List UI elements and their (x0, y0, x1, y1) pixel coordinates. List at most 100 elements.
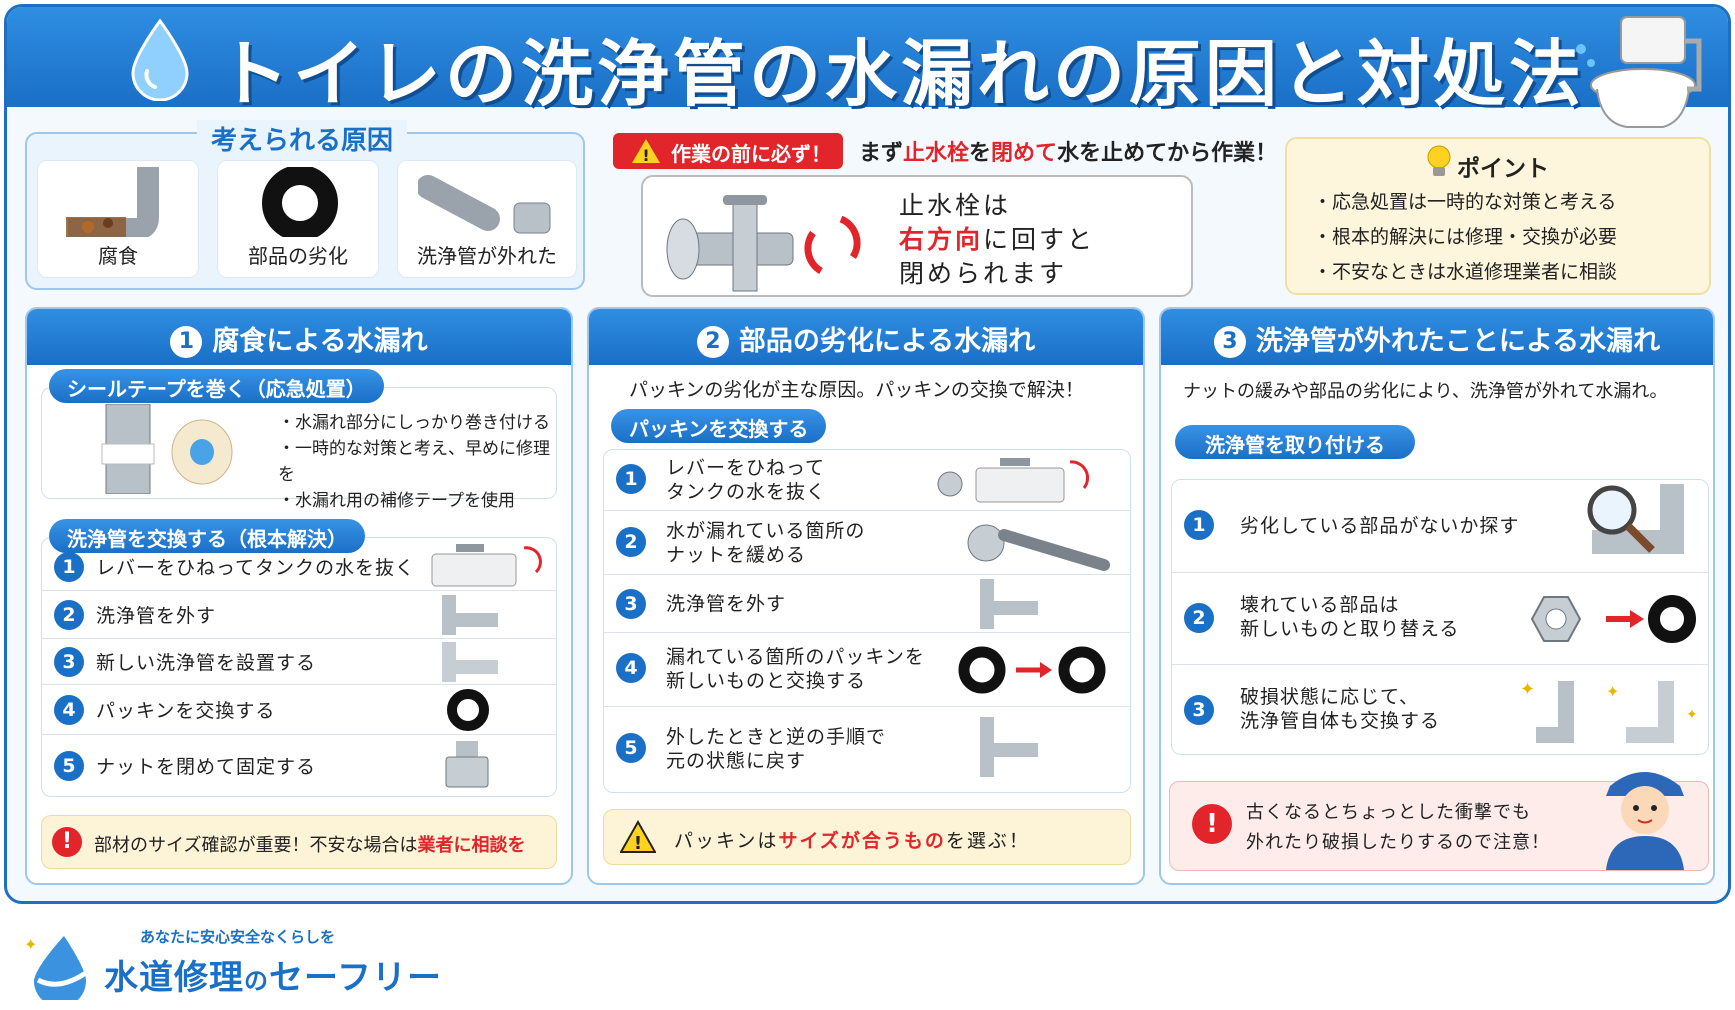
warning-line: まず止水栓を閉めて水を止めてから作業！ (859, 135, 1277, 167)
alert-text: パッキンはサイズが合うものを選ぶ！ (674, 826, 1030, 853)
cause-corrosion: 腐食 (37, 160, 199, 278)
section-number: 1 (170, 326, 203, 358)
step-row: 2 洗浄管を外す (42, 590, 556, 638)
step-number: 3 (616, 589, 646, 619)
valve-line: 閉められます (899, 259, 1068, 288)
point-panel: ポイント ・応急処置は一時的な対策と考える ・根本的解決には修理・交換が必要 ・… (1285, 137, 1711, 295)
step-number: 4 (616, 653, 646, 683)
warning-text: 水を止めてから作業！ (1057, 141, 1278, 166)
point-list: ・応急処置は一時的な対策と考える ・根本的解決には修理・交換が必要 ・不安なとき… (1313, 185, 1617, 290)
step-line: 元の状態に戻す (666, 750, 807, 772)
step-text: 洗浄管を外す (666, 593, 787, 615)
section-header: 1 腐食による水漏れ (27, 309, 571, 365)
cause-label: 腐食 (98, 244, 138, 268)
page-title: トイレの洗浄管の水漏れの原因と対処法 (217, 32, 1586, 116)
cause-degradation: 部品の劣化 (217, 160, 379, 278)
warning-icon: ! (620, 820, 656, 854)
step-text: ナットを閉めて固定する (96, 756, 317, 778)
svg-text:✦: ✦ (1686, 707, 1698, 723)
header-banner: トイレの洗浄管の水漏れの原因と対処法 (7, 7, 1728, 128)
step-text: 漏れている箇所のパッキンを新しいものと交換する (666, 645, 925, 693)
step-line: 新しいものと取り替える (1240, 618, 1460, 640)
step-line: ナットを緩める (666, 544, 807, 566)
step-line: 水が漏れている箇所の (666, 520, 866, 542)
step-number: 4 (54, 695, 84, 725)
section-header: 3 洗浄管が外れたことによる水漏れ (1161, 309, 1713, 365)
step-text: 壊れている部品は新しいものと取り替える (1240, 593, 1459, 641)
new-pipe-icon (442, 642, 498, 682)
section-title: 洗浄管が外れたことによる水漏れ (1255, 326, 1661, 357)
section-number: 3 (1213, 326, 1246, 358)
gasket-icon (447, 689, 489, 731)
gasket-icon (262, 167, 338, 237)
warning-text: まず (859, 141, 904, 166)
svg-text:✦: ✦ (24, 935, 37, 954)
section-number: 2 (696, 326, 729, 358)
valve-instructions: 止水栓は 右方向に回すと 閉められます (899, 189, 1095, 291)
step-number: 2 (54, 600, 84, 630)
seal-tape-icon (101, 404, 233, 494)
step-line: レバーをひねって (666, 457, 826, 479)
alert-text-a: パッキンは (674, 830, 779, 852)
alert-text-c: を選ぶ！ (945, 830, 1030, 852)
valve-panel: 止水栓は 右方向に回すと 閉められます (641, 175, 1193, 297)
section-description: ナットの緩みや部品の劣化により、洗浄管が外れて水漏れ。 (1183, 381, 1668, 402)
alert-highlight: サイズが合うもの (778, 830, 946, 852)
tape-box: ・水漏れ部分にしっかり巻き付ける ・一時的な対策と考え、早めに修理を ・水漏れ用… (41, 387, 557, 511)
step-line: 破損状態に応じて、 (1240, 686, 1420, 708)
warning-icon: ! (632, 139, 660, 165)
step-line: 漏れている箇所のパッキンを (666, 646, 925, 668)
tank-lever-icon (431, 544, 542, 587)
step-number: 3 (54, 647, 84, 677)
step-row: 3 破損状態に応じて、洗浄管自体も交換する ✦ ✦ ✦ (1172, 664, 1708, 756)
svg-text:✦: ✦ (1520, 679, 1535, 700)
step-number: 5 (616, 733, 646, 763)
cause-label: 部品の劣化 (248, 244, 348, 268)
exclamation-icon: ! (52, 827, 82, 857)
valve-line: に回すと (983, 225, 1096, 254)
logo-name-a: 水道修理 (104, 958, 244, 998)
section-title: 腐食による水漏れ (212, 326, 428, 357)
step-text: レバーをひねってタンクの水を抜く (96, 557, 416, 579)
logo-name-c: セーフリー (269, 958, 442, 998)
logo-drop-icon: ✦ (24, 935, 92, 1000)
alert-line: 外れたり破損したりするので注意！ (1246, 832, 1550, 853)
pill-tape: シールテープを巻く（応急処置） (49, 369, 384, 403)
corroded-pipe-icon (66, 167, 159, 237)
section2-alert: ! パッキンはサイズが合うものを選ぶ！ (603, 809, 1131, 865)
step-text: 破損状態に応じて、洗浄管自体も交換する (1240, 685, 1440, 733)
warning-highlight: 止水栓 (903, 141, 970, 166)
tape-bullet: ・一時的な対策と考え、早めに修理を (278, 439, 550, 485)
section1-alert: ! 部材のサイズ確認が重要！不安な場合は業者に相談を (41, 815, 557, 869)
step-number: 3 (1184, 695, 1214, 725)
alert-highlight: 業者に相談を (417, 835, 526, 856)
water-drop-icon (131, 18, 189, 101)
step-line: 新しいものと交換する (666, 670, 867, 692)
logo-name-b: の (244, 967, 269, 995)
warning-text: を (969, 141, 992, 166)
point-item: ・応急処置は一時的な対策と考える (1313, 191, 1617, 213)
pipe-icon (442, 595, 498, 635)
tape-bullet: ・水漏れ部分にしっかり巻き付ける (278, 413, 550, 433)
section-corrosion: 1 腐食による水漏れ ・水漏れ部分にしっかり巻き付ける ・一時的な対策と考え、早め… (25, 307, 573, 885)
alert-line: 古くなるとちょっとした衝撃でも (1246, 802, 1531, 823)
disconnected-pipe-icon (418, 175, 551, 234)
step-line: タンクの水を抜く (666, 481, 827, 503)
step-text: 劣化している部品がないか探す (1240, 515, 1520, 537)
step-text: 洗浄管を外す (96, 605, 217, 627)
svg-text:!: ! (634, 833, 642, 854)
alert-text: 古くなるとちょっとした衝撃でも外れたり破損したりするので注意！ (1246, 798, 1550, 858)
exclamation-icon: ! (1192, 804, 1232, 844)
cause-disconnected: 洗浄管が外れた (397, 160, 577, 278)
svg-text:✦: ✦ (1606, 682, 1619, 701)
main-frame: トイレの洗浄管の水漏れの原因と対処法 考えられる原因 腐食 部品の劣化 洗浄管が… (4, 4, 1731, 904)
